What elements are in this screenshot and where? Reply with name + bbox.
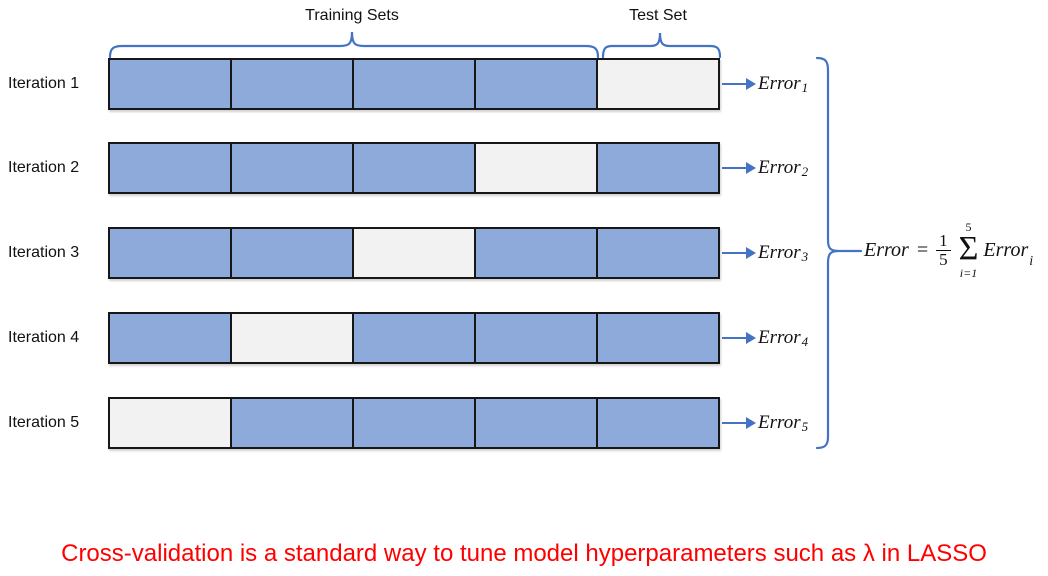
iteration-label: Iteration 5 bbox=[8, 414, 80, 431]
train-fold-block bbox=[354, 60, 476, 108]
train-fold-block bbox=[476, 314, 598, 362]
average-error-formula: Error = 1 5 5 Σ i=1 Errori bbox=[864, 208, 1034, 292]
iteration-label: Iteration 4 bbox=[8, 329, 80, 346]
train-fold-block bbox=[354, 314, 476, 362]
formula-term: Errori bbox=[983, 238, 1034, 269]
train-fold-block bbox=[232, 144, 354, 192]
formula-term-subscript: i bbox=[1029, 253, 1034, 269]
fold-bar bbox=[108, 227, 720, 279]
train-fold-block bbox=[232, 399, 354, 447]
iteration-label: Iteration 2 bbox=[8, 159, 80, 176]
iteration-label: Iteration 3 bbox=[8, 244, 80, 261]
fold-bar bbox=[108, 312, 720, 364]
formula-lhs: Error bbox=[864, 238, 909, 261]
test-set-label: Test Set bbox=[629, 7, 687, 24]
train-fold-block bbox=[110, 60, 232, 108]
arrow-right-icon bbox=[722, 417, 756, 429]
train-fold-block bbox=[354, 144, 476, 192]
train-fold-block bbox=[110, 144, 232, 192]
train-fold-block bbox=[354, 399, 476, 447]
test-fold-block bbox=[232, 314, 354, 362]
train-fold-block bbox=[598, 399, 718, 447]
summation-lower-limit: i=1 bbox=[959, 265, 978, 280]
arrow-line bbox=[722, 82, 746, 86]
arrow-right-icon bbox=[722, 332, 756, 344]
fraction-numerator: 1 bbox=[939, 230, 948, 250]
test-fold-block bbox=[354, 229, 476, 277]
train-fold-block bbox=[110, 229, 232, 277]
fold-bar bbox=[108, 58, 720, 110]
arrow-right-icon bbox=[722, 162, 756, 174]
train-fold-block bbox=[476, 399, 598, 447]
arrow-head bbox=[746, 332, 756, 344]
caption-text: Cross-validation is a standard way to tu… bbox=[61, 540, 987, 567]
arrow-head bbox=[746, 78, 756, 90]
arrow-line bbox=[722, 336, 746, 340]
test-fold-block bbox=[598, 60, 718, 108]
fraction-one-fifth: 1 5 bbox=[936, 230, 951, 269]
sigma-icon: Σ bbox=[958, 230, 979, 268]
fraction-denominator: 5 bbox=[936, 249, 951, 269]
train-fold-block bbox=[476, 60, 598, 108]
test-set-brace bbox=[601, 32, 722, 59]
train-fold-block bbox=[110, 314, 232, 362]
iteration-label: Iteration 1 bbox=[8, 75, 80, 92]
arrow-head bbox=[746, 247, 756, 259]
test-fold-block bbox=[476, 144, 598, 192]
equals-sign: = bbox=[916, 238, 929, 261]
arrow-head bbox=[746, 417, 756, 429]
training-sets-label: Training Sets bbox=[305, 7, 399, 24]
test-fold-block bbox=[110, 399, 232, 447]
arrow-right-icon bbox=[722, 78, 756, 90]
arrow-line bbox=[722, 251, 746, 255]
train-fold-block bbox=[232, 60, 354, 108]
arrow-line bbox=[722, 166, 746, 170]
train-fold-block bbox=[232, 229, 354, 277]
training-sets-brace bbox=[108, 31, 600, 59]
arrow-line bbox=[722, 421, 746, 425]
arrow-head bbox=[746, 162, 756, 174]
train-fold-block bbox=[598, 144, 718, 192]
train-fold-block bbox=[598, 314, 718, 362]
train-fold-block bbox=[598, 229, 718, 277]
train-fold-block bbox=[476, 229, 598, 277]
summation: 5 Σ i=1 bbox=[959, 221, 979, 279]
summation-upper-limit: 5 bbox=[965, 220, 972, 235]
arrow-right-icon bbox=[722, 247, 756, 259]
fold-bar bbox=[108, 142, 720, 194]
fold-bar bbox=[108, 397, 720, 449]
